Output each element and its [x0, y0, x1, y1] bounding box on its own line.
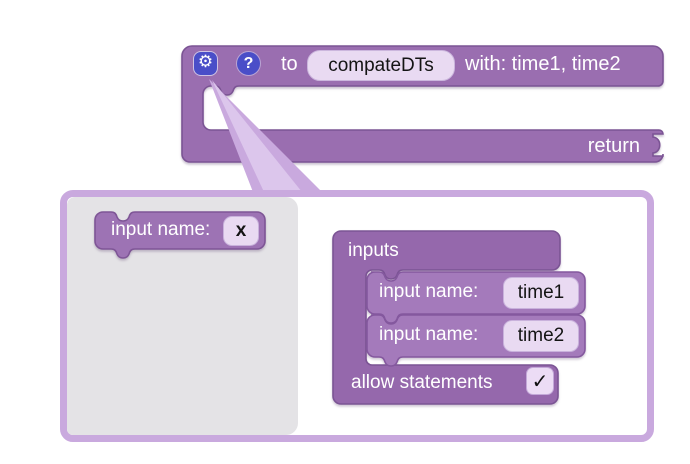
- flyout-input-block-shape[interactable]: [94, 211, 266, 259]
- mutator-gear-button[interactable]: ⚙: [193, 51, 218, 76]
- gear-icon: ⚙: [197, 52, 214, 72]
- popup-block-shapes: [94, 211, 586, 405]
- flyout-input-name-field[interactable]: x: [223, 216, 259, 246]
- help-icon: ?: [243, 54, 254, 72]
- input-row-1-field[interactable]: time1: [503, 277, 579, 309]
- procedure-name-field[interactable]: compateDTs: [307, 50, 455, 81]
- input-row-2-field[interactable]: time2: [503, 320, 579, 352]
- beam-outer: [209, 79, 322, 192]
- input-row-2-label: input name:: [379, 324, 479, 345]
- check-icon: ✓: [531, 369, 549, 393]
- flyout-input-label: input name:: [111, 219, 211, 240]
- beam-inner: [212, 80, 302, 192]
- input-row-1-label: input name:: [379, 281, 479, 302]
- inputs-title: inputs: [348, 240, 399, 261]
- allow-statements-checkbox[interactable]: ✓: [526, 367, 554, 395]
- procedure-block-outline[interactable]: [181, 45, 664, 163]
- help-button[interactable]: ?: [236, 51, 261, 76]
- allow-statements-label: allow statements: [351, 372, 493, 393]
- mutator-popup: input name: x inputs input name: time1 i…: [60, 190, 654, 442]
